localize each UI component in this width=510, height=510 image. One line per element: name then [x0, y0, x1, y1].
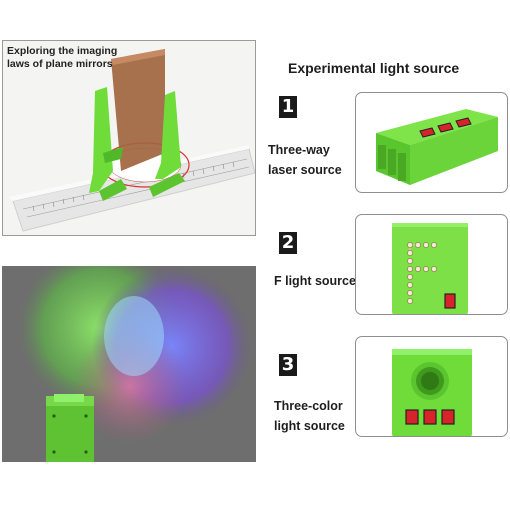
f-led-letter [407, 242, 437, 304]
number-badge-2: 2 [279, 232, 297, 254]
laser-source-card [355, 92, 508, 193]
source-1-label-line1: Three-way [268, 143, 330, 157]
number-badge-3: 3 [279, 354, 297, 376]
f-source-switch [444, 293, 456, 309]
color-mixing-illustration [18, 266, 252, 462]
section-heading: Experimental light source [288, 60, 460, 76]
color-switches [405, 409, 455, 425]
f-light-source-device [392, 223, 468, 314]
source-1-label: Three-way laser source [268, 140, 342, 180]
three-color-source-card [355, 336, 508, 437]
source-3-label: Three-color light source [274, 396, 345, 436]
source-1-label-line2: laser source [268, 163, 342, 177]
mirror-experiment-caption: Exploring the imaging laws of plane mirr… [7, 45, 118, 70]
source-2-label: F light source [274, 271, 356, 291]
mirror-experiment-illustration [9, 49, 255, 232]
source-3-label-line2: light source [274, 419, 345, 433]
color-mixing-photo [2, 266, 256, 462]
f-light-source-card [355, 214, 508, 315]
three-color-source-device [392, 349, 472, 436]
source-2-label-line1: F light source [274, 274, 356, 288]
number-badge-1: 1 [279, 96, 297, 118]
mirror-experiment-photo: Exploring the imaging laws of plane mirr… [2, 40, 256, 236]
laser-switches [419, 117, 472, 138]
laser-source-device [376, 109, 498, 185]
source-3-label-line1: Three-color [274, 399, 343, 413]
